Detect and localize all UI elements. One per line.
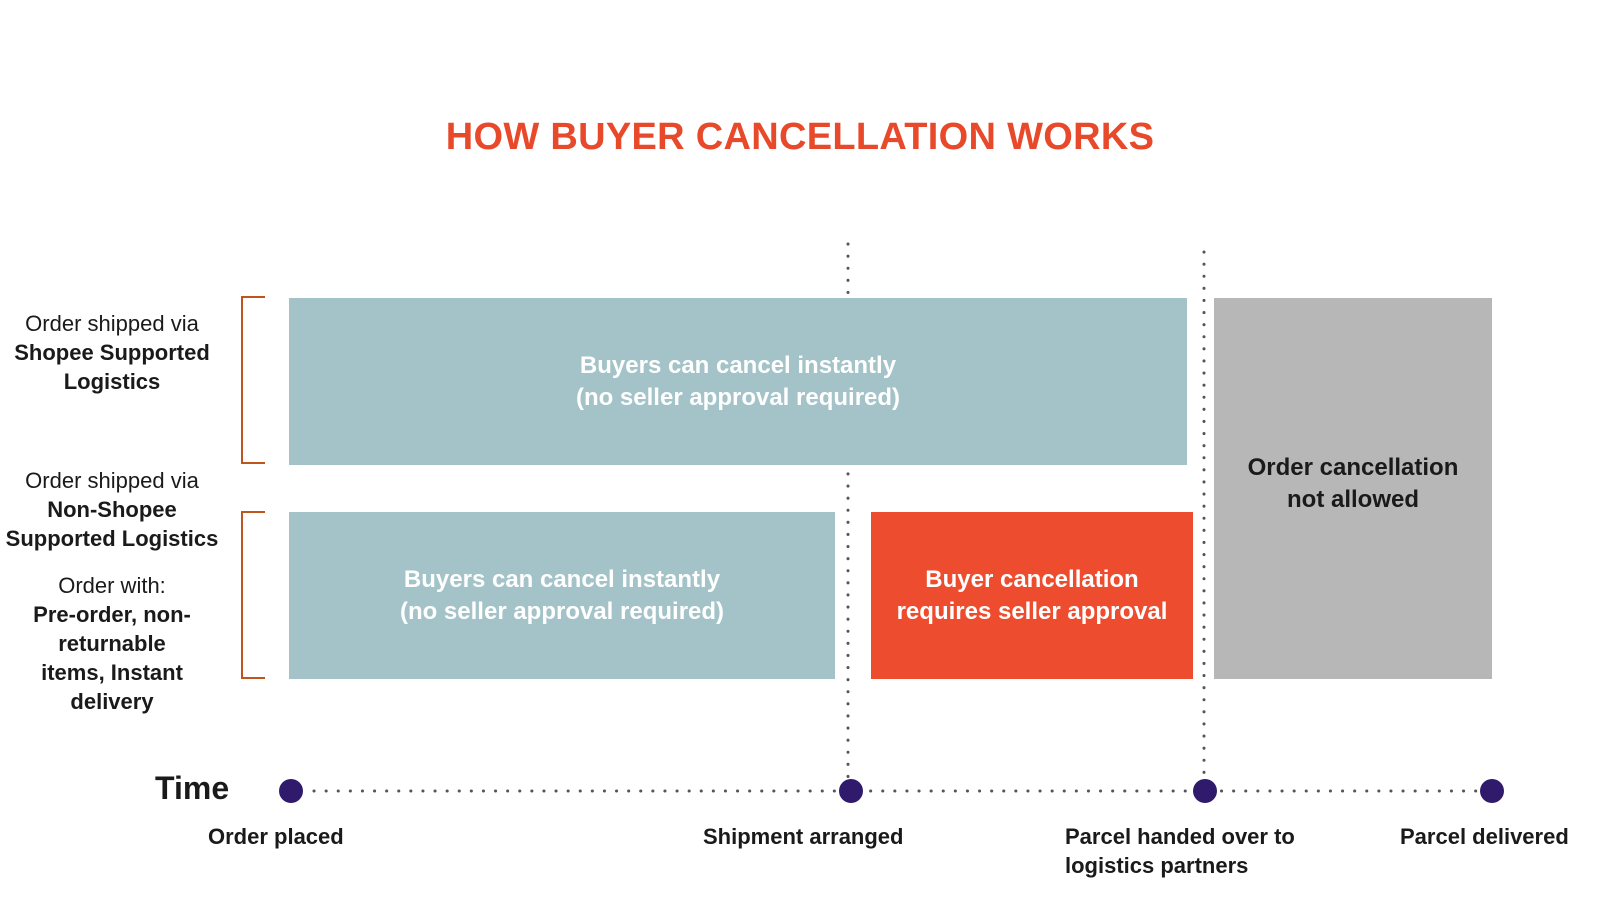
milestone-shipment-arranged: Shipment arranged bbox=[703, 824, 904, 849]
row2-label-prefix2: Order with: bbox=[58, 573, 166, 598]
row1-instant-cancel-text: Buyers can cancel instantly (no seller a… bbox=[576, 350, 900, 414]
milestone-dot-parcel-delivered bbox=[1480, 779, 1504, 803]
row2-label: Order shipped via Non-Shopee Supported L… bbox=[0, 466, 224, 716]
row1-label-prefix: Order shipped via bbox=[25, 311, 199, 336]
row2-instant-cancel-box: Buyers can cancel instantly (no seller a… bbox=[289, 512, 835, 679]
cancellation-not-allowed-text: Order cancellation not allowed bbox=[1248, 452, 1459, 516]
not-allowed-line2: not allowed bbox=[1287, 485, 1419, 513]
row1-label-bold: Shopee Supported Logistics bbox=[14, 340, 210, 394]
milestone-parcel-delivered: Parcel delivered bbox=[1400, 824, 1569, 849]
milestone-dot-parcel-handed-over bbox=[1193, 779, 1217, 803]
row2-label-bold: Non-Shopee Supported Logistics bbox=[5, 497, 219, 551]
milestone-dot-shipment-arranged bbox=[839, 779, 863, 803]
milestone-dot-order-placed bbox=[279, 779, 303, 803]
row2-seller-approval-text: Buyer cancellation requires seller appro… bbox=[897, 564, 1168, 628]
milestone-order-placed: Order placed bbox=[208, 824, 344, 849]
row2-bracket bbox=[241, 511, 265, 679]
page-title: HOW BUYER CANCELLATION WORKS bbox=[445, 116, 1155, 158]
row2-instant-line2: (no seller approval required) bbox=[399, 597, 725, 625]
row2-instant-cancel-text: Buyers can cancel instantly (no seller a… bbox=[400, 564, 724, 628]
row2-approval-line2: requires seller approval bbox=[896, 597, 1168, 625]
row1-bracket bbox=[241, 296, 265, 464]
row2-label-bold2: Pre-order, non-returnable items, Instant… bbox=[33, 602, 191, 714]
timeline-dotted-line bbox=[312, 789, 1482, 793]
row2-label-prefix: Order shipped via bbox=[25, 468, 199, 493]
row1-instant-cancel-box: Buyers can cancel instantly (no seller a… bbox=[289, 298, 1187, 465]
row1-instant-line2: (no seller approval required) bbox=[575, 383, 901, 411]
row1-instant-line1: Buyers can cancel instantly bbox=[579, 351, 897, 379]
timeline-label: Time bbox=[155, 770, 230, 806]
milestone-parcel-handed-over: Parcel handed over to logistics partners bbox=[1065, 822, 1295, 880]
divider-parcel-handed-over bbox=[1202, 250, 1206, 788]
milestone-parcel-handed-over-line1: Parcel handed over to bbox=[1065, 824, 1295, 849]
row1-label: Order shipped via Shopee Supported Logis… bbox=[0, 309, 224, 396]
not-allowed-line1: Order cancellation bbox=[1247, 453, 1459, 481]
row2-approval-line1: Buyer cancellation bbox=[925, 565, 1139, 593]
row2-instant-line1: Buyers can cancel instantly bbox=[403, 565, 721, 593]
cancellation-not-allowed-box: Order cancellation not allowed bbox=[1214, 298, 1492, 679]
milestone-parcel-handed-over-line2: logistics partners bbox=[1065, 853, 1249, 878]
row2-seller-approval-box: Buyer cancellation requires seller appro… bbox=[871, 512, 1193, 679]
